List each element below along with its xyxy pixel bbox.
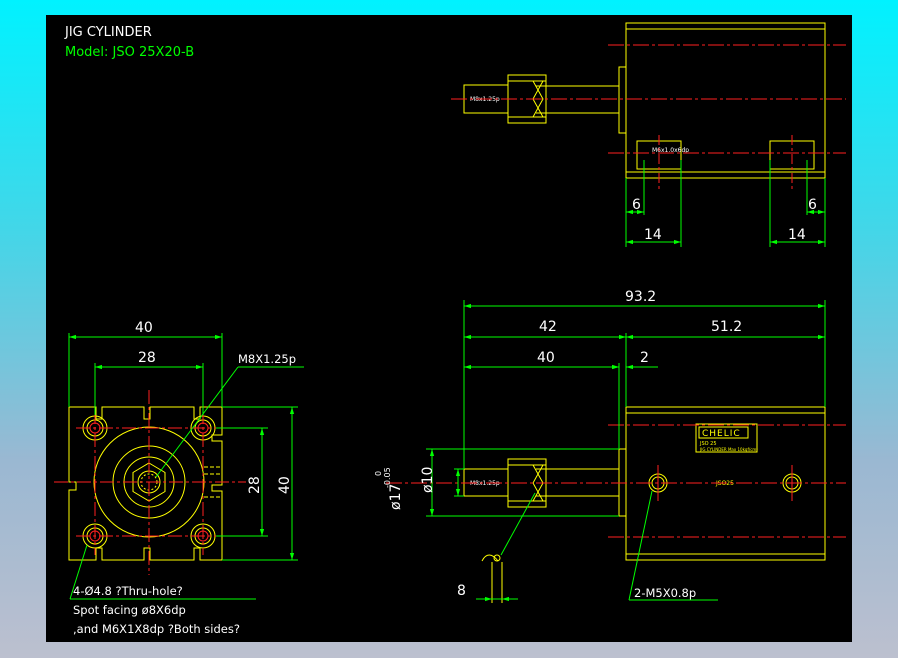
drawing-title: JIG CYLINDER xyxy=(64,25,152,40)
dim-top-right-6: 6 xyxy=(808,197,817,213)
dim-front-width-28: 28 xyxy=(138,350,156,366)
dim-42: 42 xyxy=(539,319,557,335)
hole-note-line3: ,and M6X1X8dp ?Both sides? xyxy=(73,622,240,636)
front-view-dimensions xyxy=(69,333,304,599)
side-view: M8x1.25p CHELIC JSO 25 JIG CYLINDER Max … xyxy=(374,289,846,603)
model-label: Model: JSO 25X20-B xyxy=(65,45,194,60)
front-view: 40 28 28 40 M8X1.25p 4-Ø4.8 ?Thru-hole? … xyxy=(54,320,304,636)
dim-top-right-14: 14 xyxy=(788,227,806,243)
dim-front-width-40: 40 xyxy=(135,320,153,336)
dim-front-height-40: 40 xyxy=(277,476,293,494)
hole-note-line1: 4-Ø4.8 ?Thru-hole? xyxy=(73,584,183,598)
dim-front-height-28: 28 xyxy=(247,476,263,494)
dim-top-left-6: 6 xyxy=(632,197,641,213)
top-view-flange xyxy=(619,67,626,133)
top-view-body xyxy=(626,23,825,178)
drawing-sheet: JIG CYLINDER Model: JSO 25X20-B M8x1.25p… xyxy=(46,15,852,642)
nameplate-info: JIG CYLINDER Max 10kgf/cm² xyxy=(699,447,758,452)
port-callout: 2-M5X0.8p xyxy=(634,586,696,600)
cad-drawing: JIG CYLINDER Model: JSO 25X20-B M8x1.25p… xyxy=(46,15,852,642)
dim-overall-93-2: 93.2 xyxy=(625,289,656,305)
brand-logo: CHELIC xyxy=(702,429,741,439)
rod-thread-callout: M8X1.25p xyxy=(238,352,296,366)
dim-wrench-flat-8: 8 xyxy=(457,583,466,599)
dim-2: 2 xyxy=(640,350,649,366)
dim-40: 40 xyxy=(537,350,555,366)
dim-rod-diameter: ø10 xyxy=(420,467,436,493)
hole-note-line2: Spot facing ø8X6dp xyxy=(73,603,186,617)
dim-51-2: 51.2 xyxy=(711,319,742,335)
dim-top-left-14: 14 xyxy=(644,227,662,243)
dim-shaft-tol-lower: -0.05 xyxy=(383,467,392,488)
top-view: M8x1.25p M6x1.0x6dp 6 14 6 14 xyxy=(451,23,846,247)
dim-shaft-tol-upper: 0 xyxy=(374,471,383,476)
